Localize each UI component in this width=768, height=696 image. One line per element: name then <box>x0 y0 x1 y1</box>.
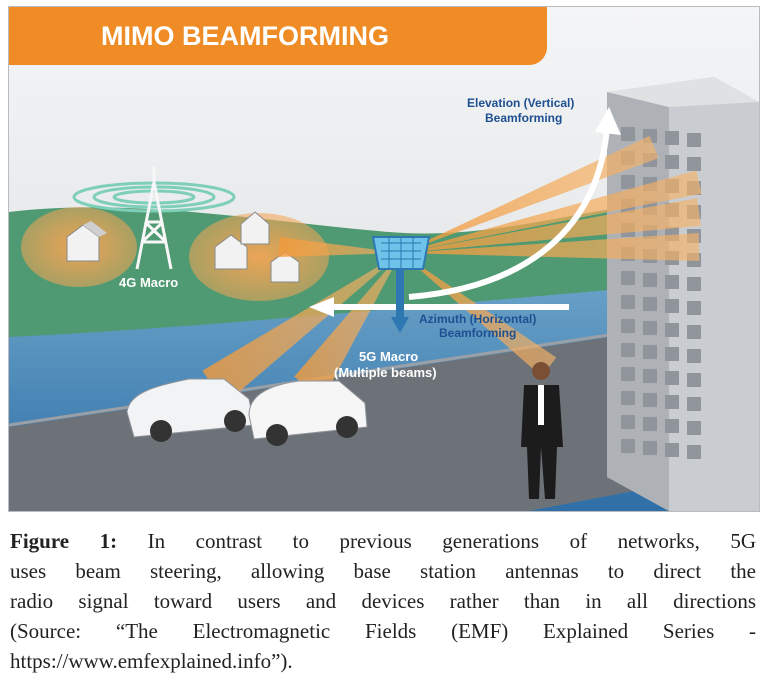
caption-text-1: In contrast to previous generations of n… <box>147 529 756 553</box>
caption-line-1: Figure 1: In contrast to previous genera… <box>10 526 756 556</box>
building-window <box>665 323 679 337</box>
signal-beam <box>401 135 659 253</box>
building-window <box>621 127 635 141</box>
building-window <box>621 295 635 309</box>
building-window <box>665 443 679 457</box>
elevation-arrowhead-icon <box>595 107 621 135</box>
label-5g-macro-line1: 5G Macro <box>359 349 418 364</box>
building-window <box>687 325 701 339</box>
building-window <box>643 369 657 383</box>
signal-beams <box>202 135 702 404</box>
caption-line-3: radio signal toward users and devices ra… <box>10 589 756 613</box>
building-window <box>665 299 679 313</box>
building-window <box>687 277 701 291</box>
building-window <box>643 321 657 335</box>
azimuth-arrowhead-icon <box>309 297 334 317</box>
caption-line-5: https://www.emfexplained.info”). <box>10 649 293 673</box>
building-window <box>643 273 657 287</box>
building-window <box>643 441 657 455</box>
building-window <box>621 439 635 453</box>
building-window <box>687 445 701 459</box>
building-window <box>621 343 635 357</box>
building-window <box>687 133 701 147</box>
building-window <box>643 345 657 359</box>
building-window <box>665 275 679 289</box>
building-window <box>621 319 635 333</box>
label-azimuth-line2: Beamforming <box>439 326 516 340</box>
label-4g-macro: 4G Macro <box>119 275 178 290</box>
building-window <box>643 417 657 431</box>
car-right <box>248 380 368 446</box>
building-window <box>621 391 635 405</box>
building-window <box>665 371 679 385</box>
building-window <box>687 301 701 315</box>
building-window <box>643 393 657 407</box>
label-elevation-line1: Elevation (Vertical) <box>467 96 574 110</box>
building-window <box>665 347 679 361</box>
building-window <box>687 397 701 411</box>
caption-label: Figure 1: <box>10 529 118 553</box>
caption-line-4: (Source: “The Electromagnetic Fields (EM… <box>10 619 756 643</box>
building-window <box>687 421 701 435</box>
signal-beam <box>294 253 401 398</box>
caption-line-2: uses beam steering, allowing base statio… <box>10 559 756 583</box>
antenna-5g-icon <box>371 236 431 333</box>
label-elevation-line2: Beamforming <box>485 111 562 125</box>
tower-4g-icon <box>135 167 173 270</box>
figure-caption: Figure 1: In contrast to previous genera… <box>10 526 756 676</box>
building-window <box>621 415 635 429</box>
signal-beam <box>401 253 557 377</box>
houses <box>66 211 300 283</box>
signal-beam <box>401 170 702 253</box>
signal-beam <box>202 253 401 404</box>
building-window <box>687 349 701 363</box>
label-azimuth-line1: Azimuth (Horizontal) <box>419 312 536 326</box>
signal-beam <box>278 237 401 257</box>
building-window <box>687 373 701 387</box>
building-window <box>665 131 679 145</box>
car-left <box>126 378 255 442</box>
title-banner <box>9 7 547 65</box>
building-window <box>621 271 635 285</box>
building-window <box>665 155 679 169</box>
elevation-arrow-icon <box>408 126 610 300</box>
road <box>9 337 759 511</box>
building-window <box>621 367 635 381</box>
label-5g-macro-line2: (Multiple beams) <box>334 365 437 380</box>
figure-illustration: MIMO BEAMFORMING Elevation (Vertical) Be… <box>8 6 760 512</box>
building-window <box>643 297 657 311</box>
building-window <box>687 157 701 171</box>
person-icon <box>521 362 563 499</box>
building-window <box>665 419 679 433</box>
signal-beam <box>401 198 701 253</box>
banner-title: MIMO BEAMFORMING <box>101 21 389 51</box>
building-window <box>621 175 635 189</box>
building-window <box>665 395 679 409</box>
